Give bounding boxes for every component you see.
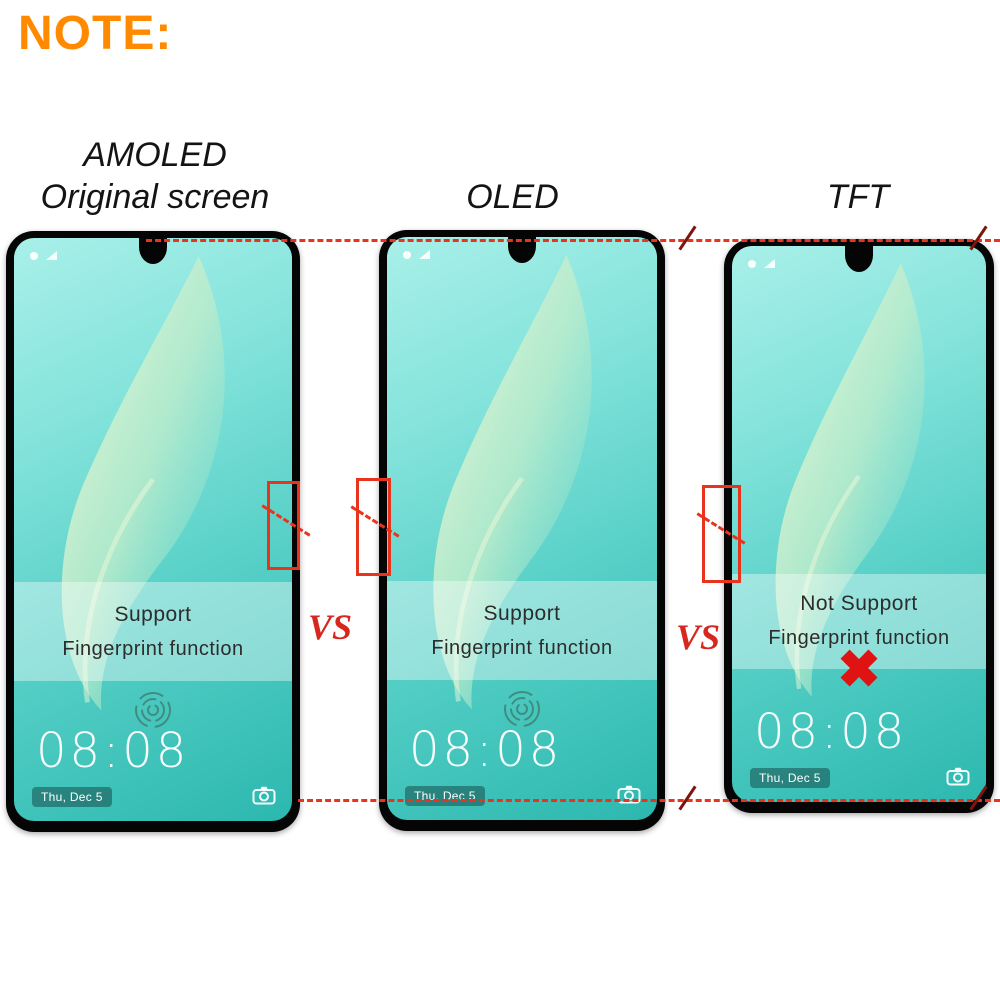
column-heading-amoled: AMOLED Original screen (0, 134, 310, 218)
vs-label: VS (308, 607, 353, 647)
highlight-diagonal-mark (696, 512, 746, 545)
cut-mark-icon (678, 785, 697, 811)
flex-cable-highlight-box (261, 481, 311, 570)
phone-screen: Support Fingerprint function 08:08 Thu, … (387, 237, 657, 820)
phone-oled: Support Fingerprint function 08:08 Thu, … (379, 230, 665, 831)
fingerprint-icon (135, 691, 171, 728)
signal-icon (764, 259, 775, 268)
column-heading-tft: TFT (722, 176, 994, 218)
heading-line: Original screen (40, 178, 270, 216)
camera-icon (252, 786, 276, 805)
not-support-cross-icon: ✖ (837, 640, 881, 699)
date-badge: Thu, Dec 5 (32, 787, 112, 807)
notch (845, 243, 873, 272)
highlight-diagonal-mark (261, 504, 311, 537)
fingerprint-support-band: Support Fingerprint function (387, 580, 657, 681)
vs-label: VS (676, 617, 721, 657)
phone-tft: Not Support Fingerprint function ✖ 08:08… (724, 239, 994, 813)
clock: 08:08 (754, 704, 908, 760)
signal-icon (419, 250, 430, 259)
phone-amoled: Support Fingerprint function 08:08 Thu, … (6, 231, 300, 832)
front-camera-dot-icon (748, 260, 756, 268)
flex-cable-highlight-box (696, 485, 746, 583)
clock: 08:08 (409, 722, 563, 778)
notch (508, 234, 536, 263)
front-camera-dot-icon (403, 251, 411, 259)
cut-line-bottom (298, 799, 1000, 802)
wallpaper-swirl (61, 256, 225, 711)
fingerprint-function-text: Fingerprint function (431, 636, 613, 659)
clock: 08:08 (36, 723, 190, 779)
heading-line: AMOLED (83, 136, 227, 174)
wallpaper-swirl (775, 263, 925, 697)
phone-screen: Not Support Fingerprint function ✖ 08:08… (732, 246, 986, 802)
fingerprint-icon (504, 690, 540, 727)
note-label: NOTE: (18, 7, 173, 60)
signal-icon (46, 251, 57, 260)
cut-mark-icon (678, 225, 697, 251)
not-support-text: Not Support (800, 592, 918, 616)
cut-line-top (146, 239, 1000, 242)
support-text: Support (483, 601, 561, 625)
wallpaper-swirl (433, 255, 592, 710)
support-text: Support (114, 602, 192, 626)
camera-icon (946, 767, 970, 786)
fingerprint-support-band: Not Support Fingerprint function (732, 574, 986, 669)
flex-cable-highlight-box (350, 478, 400, 576)
heading-line: TFT (826, 178, 890, 216)
phone-screen: Support Fingerprint function 08:08 Thu, … (14, 238, 292, 821)
front-camera-dot-icon (30, 252, 38, 260)
column-heading-oled: OLED (370, 176, 655, 218)
date-badge: Thu, Dec 5 (750, 768, 830, 788)
fingerprint-function-text: Fingerprint function (62, 637, 244, 660)
fingerprint-support-band: Support Fingerprint function (14, 581, 292, 682)
date-badge: Thu, Dec 5 (405, 786, 485, 806)
fingerprint-function-text: Fingerprint function (768, 627, 950, 650)
heading-line: OLED (466, 178, 559, 216)
